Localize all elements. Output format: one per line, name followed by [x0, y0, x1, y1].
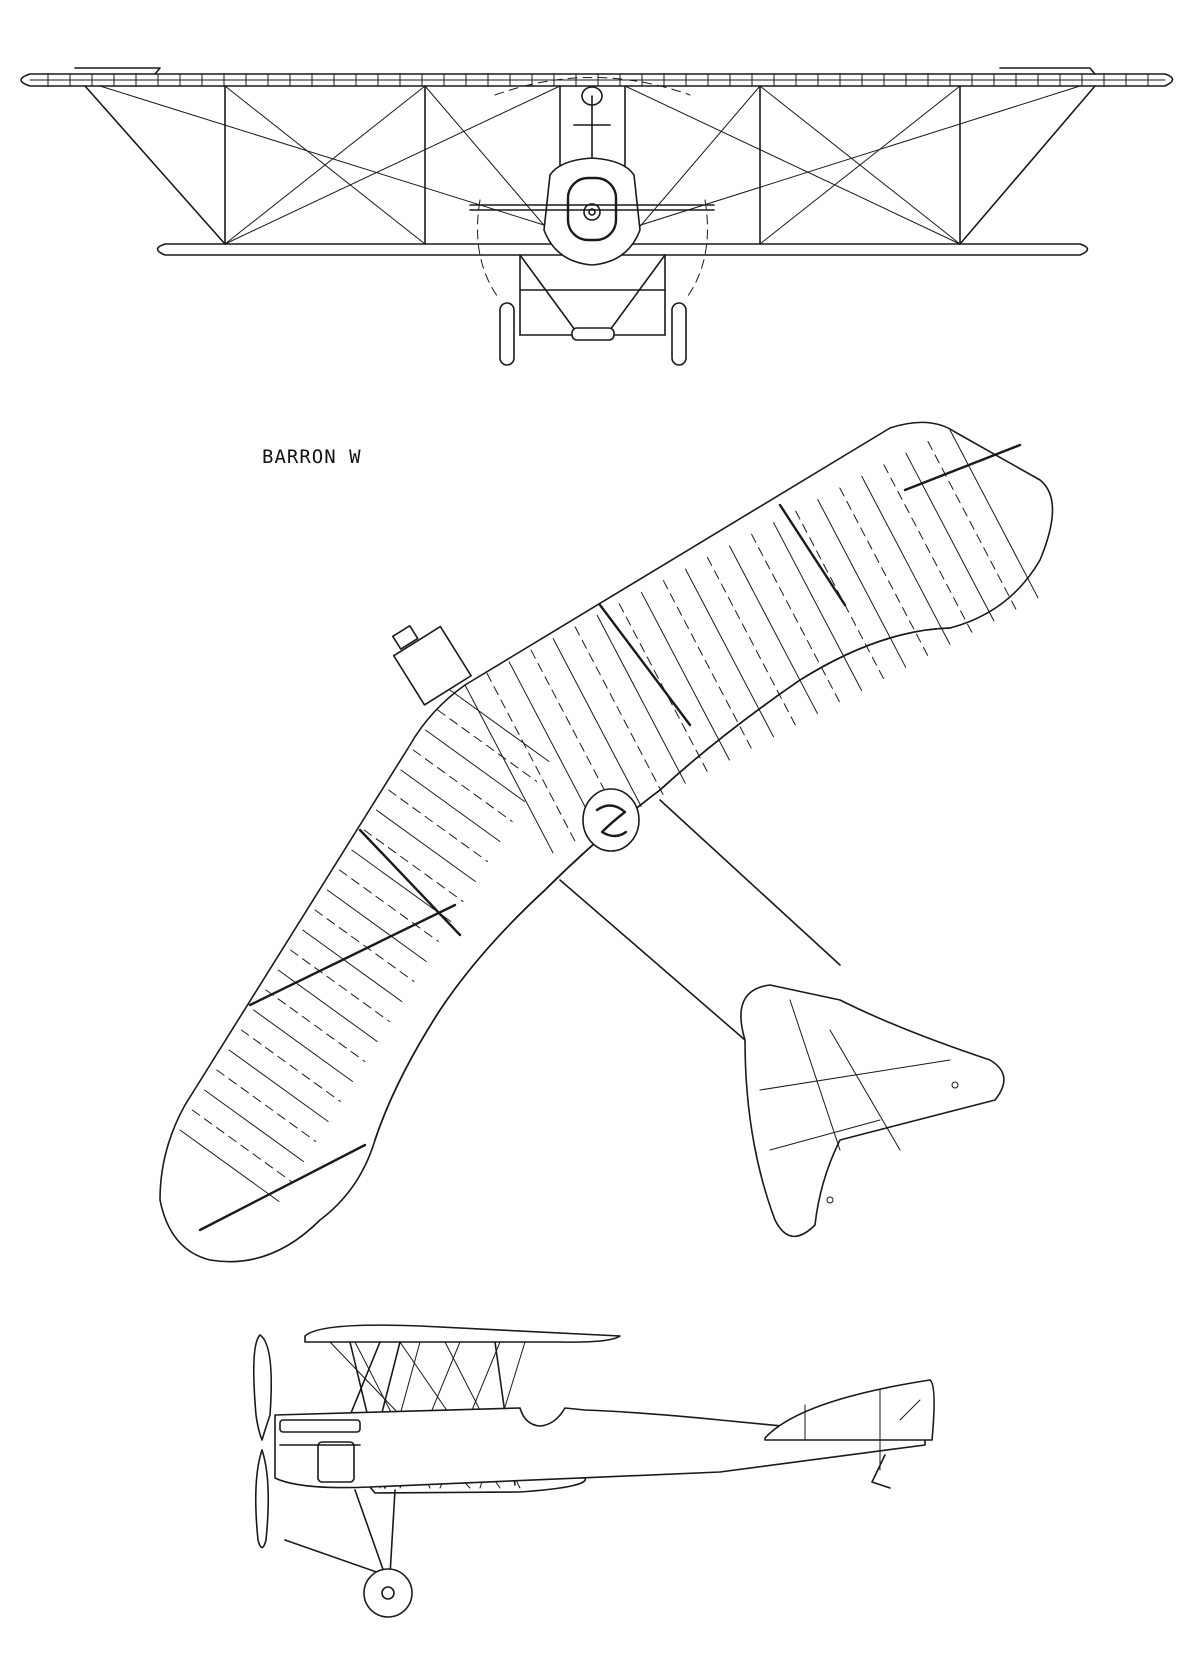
plan-wing-rib [412, 749, 513, 822]
plan-wing-rib [339, 869, 439, 942]
plan-wing-rib [640, 591, 730, 761]
plan-wing-rib [552, 638, 642, 807]
plan-wing-rib [883, 464, 973, 633]
plan-view [159, 421, 1054, 1263]
plan-wing-spars [198, 443, 1022, 1232]
plan-wing-rib [425, 729, 525, 802]
plan-wing-rib [905, 452, 995, 622]
plan-wing-rib [363, 829, 464, 902]
plan-wing-rib [179, 1129, 280, 1202]
side-view [252, 1324, 935, 1618]
plan-wing-rib [216, 1069, 317, 1142]
plan-wing-rib [486, 672, 576, 842]
side-tail-details [804, 1389, 921, 1471]
plan-fuselage [559, 799, 841, 1041]
plan-wing-rib [839, 487, 929, 657]
plan-wing-rib [302, 929, 403, 1002]
plan-wing-rib [437, 709, 538, 782]
plan-roundel [582, 788, 640, 852]
plan-engine [392, 624, 472, 706]
plan-wing-rib [751, 533, 841, 703]
plan-wing-rib [400, 769, 501, 842]
front-undercarriage [499, 254, 687, 366]
plan-wing-ribs [179, 429, 1039, 1202]
plan-wing-rib [707, 557, 796, 726]
side-upper-wing [304, 1324, 621, 1343]
plan-wing-rib [817, 499, 907, 668]
side-cockpit [279, 1419, 361, 1483]
front-upper-wing-ribs [29, 73, 1166, 87]
drawing-title: BARRON W [262, 446, 362, 468]
side-fuselage [274, 1407, 926, 1489]
plan-wing-rib [290, 949, 390, 1022]
plan-tailplane [740, 984, 1005, 1238]
plan-wing-rib [388, 789, 489, 862]
plan-wing-rib [240, 1029, 341, 1102]
side-propeller [252, 1334, 273, 1549]
plan-wing-rib [773, 522, 863, 691]
side-tail-fin [764, 1379, 935, 1441]
front-fuselage [469, 86, 715, 266]
plan-wing-rib [508, 661, 598, 831]
plan-wing-rib [228, 1049, 329, 1122]
plan-wing-rib [596, 615, 686, 784]
plan-wing-rib [662, 580, 752, 749]
side-tailskid [871, 1454, 891, 1489]
plan-wing-rib [449, 689, 550, 762]
side-undercarriage [284, 1489, 413, 1618]
front-bracing-wires [99, 85, 1081, 245]
front-interplane-struts [84, 85, 1096, 245]
plan-wing-rib [464, 684, 554, 854]
front-propeller-arc [477, 77, 708, 301]
front-view [20, 67, 1174, 366]
front-upper-ailerons [74, 67, 1096, 75]
plan-wing-rib [729, 545, 818, 715]
plan-wing-rib [204, 1089, 304, 1162]
plan-wing-rib [265, 989, 366, 1062]
plan-wing-rib [253, 1009, 354, 1082]
plan-wing-rib [191, 1109, 292, 1182]
plan-wing-rib [314, 909, 415, 982]
plan-wing-rib [949, 429, 1039, 599]
plan-wing-rib [927, 441, 1017, 610]
plan-wing-rib [326, 889, 427, 962]
plan-wing-rib [574, 626, 664, 796]
plan-tail-details [759, 999, 959, 1204]
plan-wing-rib [375, 809, 476, 882]
plan-wing-rib [861, 475, 951, 645]
